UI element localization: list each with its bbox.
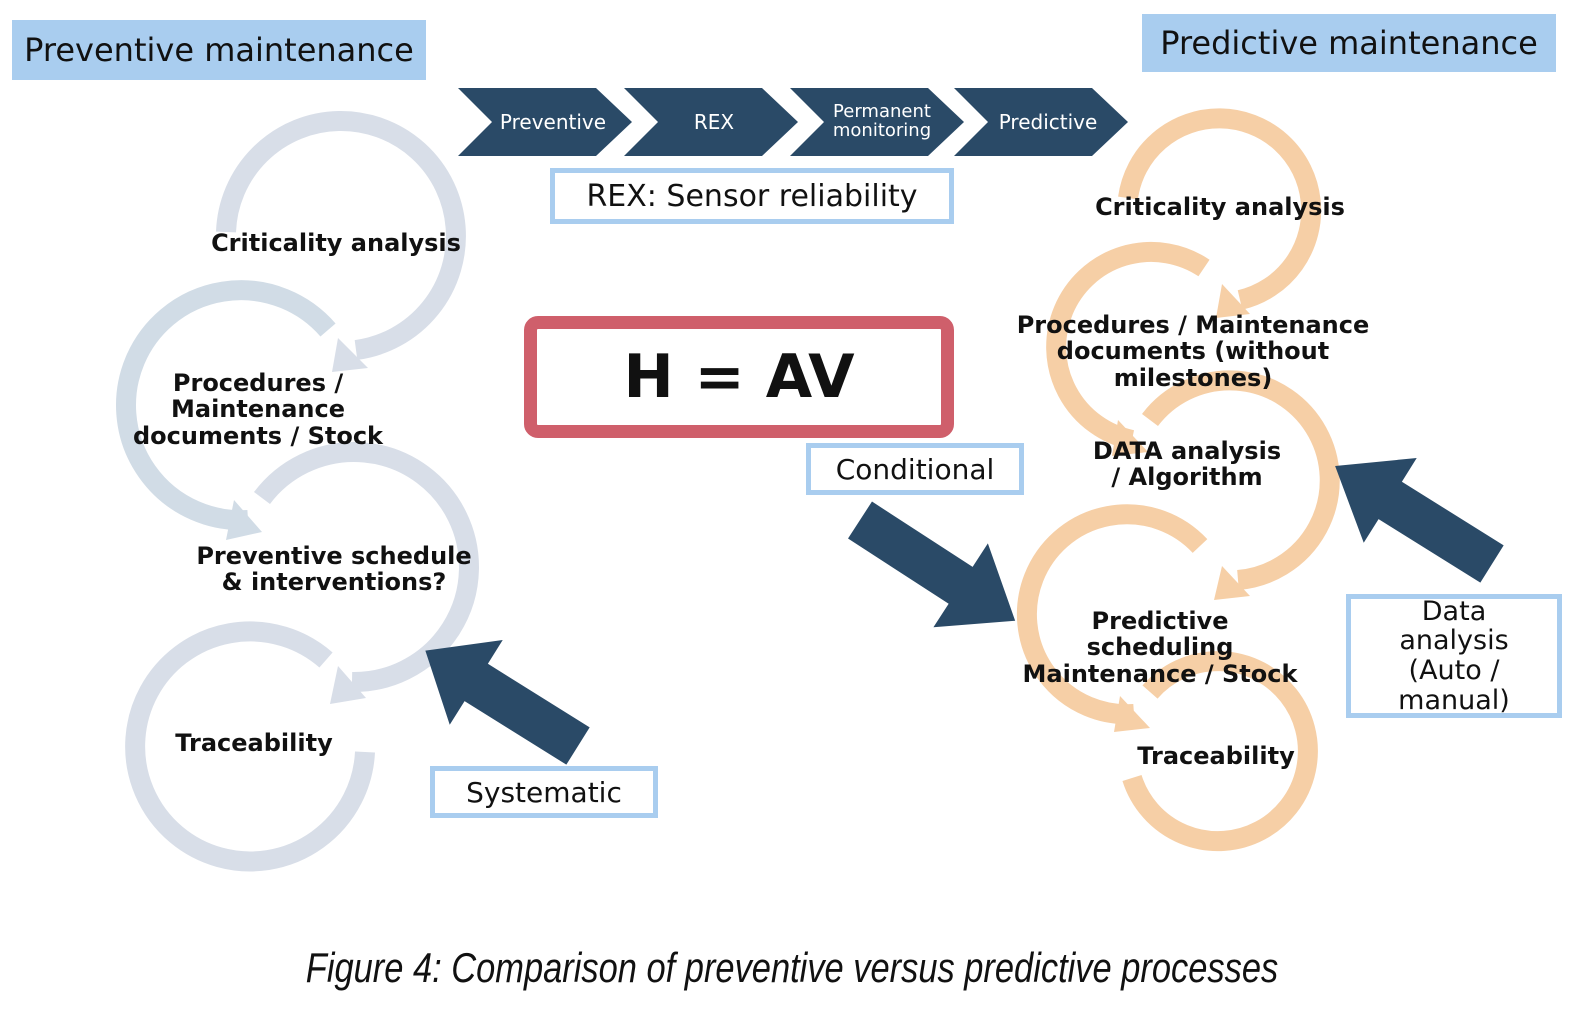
preventive-cycle-arrow-1 (216, 110, 466, 360)
predictive-cycle-arrowhead-2 (1112, 420, 1148, 456)
chevron-shape-3 (790, 88, 964, 156)
preventive-cycle-arrowhead-3 (330, 666, 366, 704)
chevron-shape-1 (458, 88, 632, 156)
data-analysis-label-box: Data analysis (Auto / manual) (1346, 594, 1562, 718)
conditional-arrow (848, 501, 1016, 628)
predictive-cycle-arrow-2 (1046, 241, 1210, 450)
figure-caption: Figure 4: Comparison of preventive versu… (305, 944, 1279, 991)
chevron-shape-2 (624, 88, 798, 156)
predictive-step-criticality-analysis: Criticality analysis (1095, 193, 1345, 221)
predictive-maintenance-header: Predictive maintenance (1142, 14, 1556, 72)
preventive-step-schedule: Preventive schedule & interventions? (196, 542, 472, 597)
predictive-step-data-analysis: DATA analysis / Algorithm (1092, 437, 1282, 492)
preventive-cycle-arrow-3 (254, 442, 479, 693)
process-chevrons (458, 88, 1128, 156)
preventive-cycle-arrowhead-1 (332, 338, 368, 372)
preventive-cycle-arrowhead-2 (226, 500, 262, 540)
formula-box: H = AV (524, 316, 954, 438)
chevron-label-permanent-monitoring: Permanent monitoring (832, 101, 932, 141)
preventive-cycle-arrow-2 (116, 280, 336, 531)
preventive-step-criticality-analysis: Criticality analysis (211, 229, 461, 257)
predictive-cycle-arrow-3 (1142, 370, 1340, 590)
preventive-maintenance-header: Preventive maintenance (12, 20, 426, 80)
predictive-cycle-arrowhead-3 (1214, 566, 1250, 600)
predictive-cycle-arrow-4 (1016, 504, 1208, 725)
preventive-step-traceability: Traceability (175, 729, 333, 757)
conditional-label-box: Conditional (806, 443, 1024, 495)
chevron-label-preventive: Preventive (499, 109, 607, 134)
predictive-cycle-arrows (1016, 108, 1340, 852)
preventive-cycle-arrows (116, 110, 479, 872)
systematic-arrow (425, 640, 590, 765)
chevron-shape-4 (954, 88, 1128, 156)
predictive-step-procedures: Procedures / Maintenance documents (with… (1016, 311, 1370, 392)
predictive-cycle-arrowhead-4 (1114, 696, 1150, 732)
data-analysis-arrow (1335, 458, 1504, 583)
predictive-cycle-arrow-1 (1118, 108, 1322, 310)
block-arrows (425, 458, 1504, 765)
predictive-cycle-arrow-5 (1122, 651, 1318, 852)
chevron-label-predictive: Predictive (998, 109, 1098, 134)
systematic-label-box: Systematic (430, 766, 658, 818)
rex-sensor-reliability-box: REX: Sensor reliability (550, 168, 954, 224)
chevron-label-rex: REX (693, 109, 735, 134)
preventive-step-procedures: Procedures / Maintenance documents / Sto… (132, 369, 384, 450)
predictive-step-scheduling: Predictive scheduling Maintenance / Stoc… (1022, 607, 1298, 688)
preventive-cycle-arrow-4 (125, 621, 375, 872)
predictive-cycle-arrowhead-1 (1216, 284, 1250, 318)
predictive-step-traceability: Traceability (1137, 742, 1295, 770)
